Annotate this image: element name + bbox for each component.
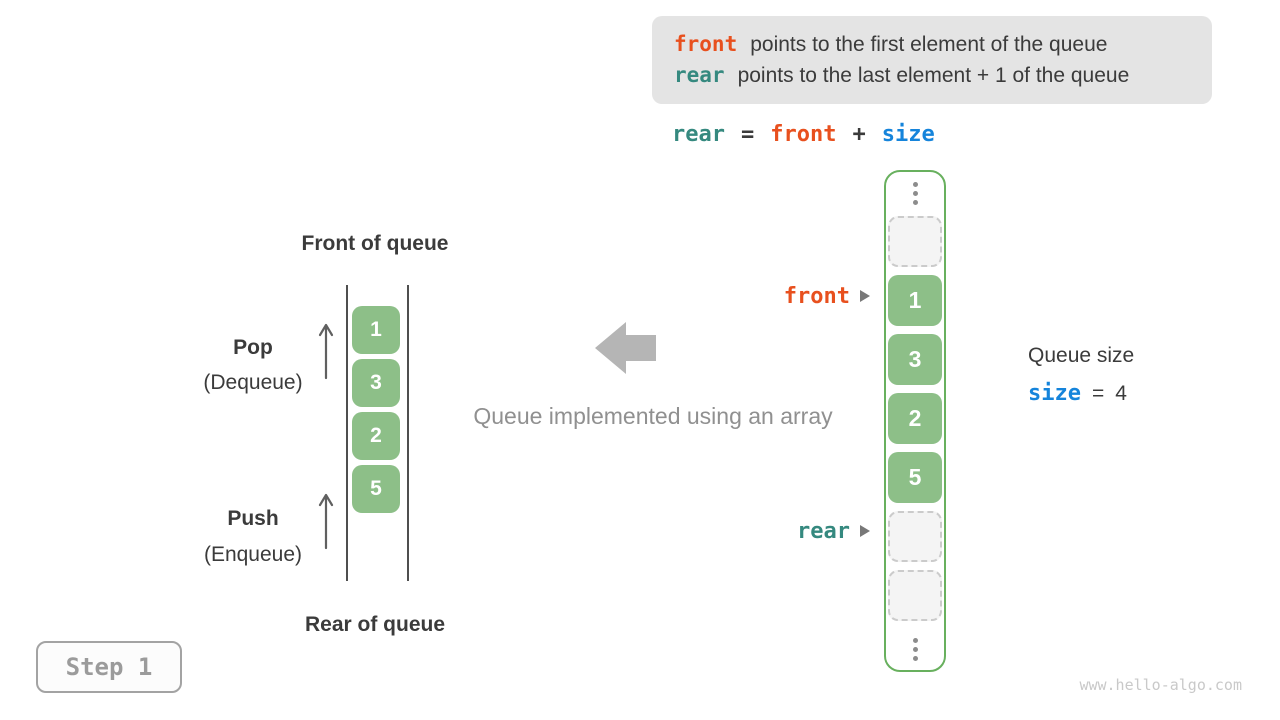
left-queue-cell: 5: [352, 465, 400, 513]
formula-size: size: [881, 122, 935, 147]
rear-pointer: rear: [700, 518, 870, 544]
array-cell-empty: [888, 216, 942, 267]
pop-label: Pop: [233, 336, 273, 359]
legend-box: front points to the first element of the …: [652, 16, 1212, 104]
legend-line-front: front points to the first element of the …: [674, 29, 1212, 60]
front-arrowhead-icon: [860, 290, 870, 302]
front-pointer: front: [700, 283, 870, 309]
formula-front: front: [770, 122, 837, 147]
left-block-arrow-icon: [595, 322, 656, 374]
formula-rear: rear: [672, 122, 725, 147]
array-cell-empty: [888, 511, 942, 562]
legend-front-text: points to the first element of the queue: [750, 33, 1108, 56]
array-cell-filled: 2: [888, 393, 942, 444]
array-cell-filled: 3: [888, 334, 942, 385]
push-label: Push: [227, 507, 279, 530]
array-cell-filled: 1: [888, 275, 942, 326]
watermark: www.hello-algo.com: [1079, 676, 1242, 694]
formula-equals: =: [740, 122, 755, 147]
dequeue-label: (Dequeue): [203, 371, 303, 394]
array-cell-empty: [888, 570, 942, 621]
size-keyword: size: [1028, 381, 1081, 406]
rear-arrowhead-icon: [860, 525, 870, 537]
pop-up-arrow-icon: [318, 323, 334, 380]
left-queue-cell: 2: [352, 412, 400, 460]
formula: rear = front + size: [672, 122, 935, 147]
queue-size-block: Queue size size = 4: [1028, 344, 1134, 406]
ellipsis-bottom-icon: [912, 638, 918, 661]
rear-keyword: rear: [674, 63, 725, 87]
formula-plus: +: [852, 122, 866, 147]
channel-left-line: [346, 285, 348, 581]
figure-caption: Queue implemented using an array: [473, 403, 833, 429]
legend-rear-text: points to the last element + 1 of the qu…: [737, 64, 1130, 87]
enqueue-label: (Enqueue): [203, 543, 303, 566]
queue-size-title: Queue size: [1028, 344, 1135, 367]
size-equals: =: [1091, 381, 1105, 405]
legend-line-rear: rear points to the last element + 1 of th…: [674, 60, 1212, 91]
rear-of-queue-label: Rear of queue: [304, 613, 446, 636]
array-cell-filled: 5: [888, 452, 942, 503]
channel-right-line: [407, 285, 409, 581]
front-pointer-label: front: [783, 283, 850, 309]
array-container: 1 3 2 5: [884, 170, 946, 672]
size-value: 4: [1115, 381, 1127, 405]
left-queue-cell: 1: [352, 306, 400, 354]
left-queue-cell: 3: [352, 359, 400, 407]
queue-size-value-line: size = 4: [1028, 381, 1134, 406]
push-up-arrow-icon: [318, 493, 334, 550]
right-array-cells: 1 3 2 5: [888, 216, 942, 621]
front-of-queue-label: Front of queue: [301, 232, 449, 255]
step-badge: Step 1: [36, 641, 182, 693]
left-array-cells: 1 3 2 5: [352, 306, 400, 513]
front-keyword: front: [674, 32, 738, 56]
ellipsis-top-icon: [912, 182, 918, 205]
rear-pointer-label: rear: [797, 518, 850, 544]
